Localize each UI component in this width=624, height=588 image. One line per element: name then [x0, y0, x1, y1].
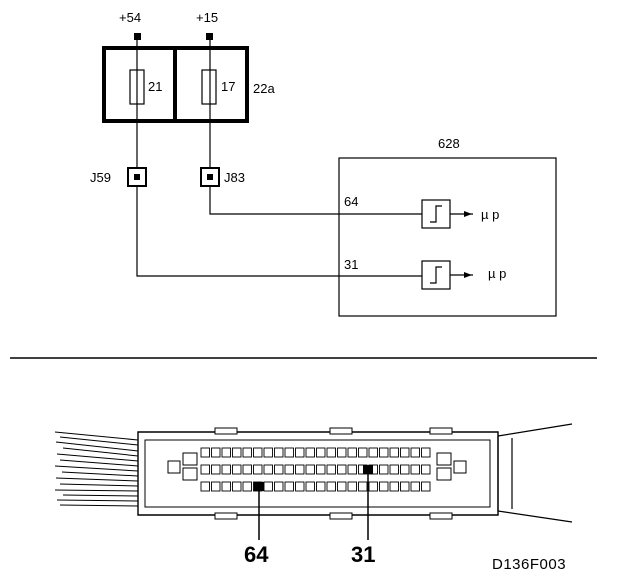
terminal-plus54	[134, 33, 141, 40]
connector-j83	[200, 167, 220, 187]
input-stage-upper	[421, 199, 473, 229]
pin-cavity	[263, 481, 273, 492]
pin-cavity	[421, 447, 431, 458]
pin-cavity	[253, 464, 263, 475]
pin-cavity	[337, 447, 347, 458]
pin-cavity	[389, 447, 399, 458]
pin-cavity	[211, 481, 221, 492]
pin-cavity	[242, 464, 252, 475]
pin-cavity	[242, 481, 252, 492]
fuse-21-label: 21	[148, 79, 162, 94]
pin-cavity	[400, 464, 410, 475]
pin-cavity	[410, 464, 420, 475]
figure-code: D136F003	[492, 556, 566, 573]
pin-cavity	[284, 481, 294, 492]
pin-cavity	[305, 481, 315, 492]
pin-cavity	[368, 481, 378, 492]
pin-cavity	[295, 481, 305, 492]
control-module	[338, 157, 557, 317]
pin-cavity	[358, 447, 368, 458]
connector-j59-label: J59	[90, 170, 111, 185]
fuse-17	[201, 69, 217, 105]
pin-cavity	[400, 481, 410, 492]
pin-cavity	[347, 447, 357, 458]
pin-cavity	[221, 464, 231, 475]
pin-cavity	[316, 481, 326, 492]
pin-cavity	[211, 464, 221, 475]
wires	[136, 40, 422, 277]
pin-cavity	[368, 447, 378, 458]
pin-cavity	[221, 447, 231, 458]
input-stage-lower	[421, 260, 473, 290]
fuse-box: 21 17	[102, 46, 249, 123]
pin-cavity	[274, 464, 284, 475]
module-label: 628	[438, 136, 460, 151]
pin-31-callout: 31	[351, 542, 375, 567]
module-pin-31-label: 31	[344, 257, 358, 272]
pin-cavity	[379, 464, 389, 475]
pin-cavity	[389, 464, 399, 475]
pin-cavity	[337, 481, 347, 492]
pin-cavity	[326, 447, 336, 458]
terminal-plus54-label: +54	[119, 10, 141, 25]
pin-cavity	[200, 464, 210, 475]
pin-cavity	[242, 447, 252, 458]
pin-cavity	[326, 464, 336, 475]
pin-cavity	[400, 447, 410, 458]
pin-cavity	[232, 447, 242, 458]
pin-rows	[200, 447, 431, 492]
pin-cavity	[421, 481, 431, 492]
pin-cavity	[284, 447, 294, 458]
pin-cavity	[379, 481, 389, 492]
fuse-box-label: 22a	[253, 81, 275, 96]
pin-64-highlight	[254, 482, 264, 491]
pin-cavity	[379, 447, 389, 458]
pin-cavity	[305, 447, 315, 458]
pin-cavity	[316, 447, 326, 458]
pin-cavity	[337, 464, 347, 475]
pin-cavity	[274, 481, 284, 492]
pin-cavity	[263, 447, 273, 458]
pin-cavity	[410, 481, 420, 492]
pin-cavity	[232, 481, 242, 492]
pin-cavity	[389, 481, 399, 492]
terminal-plus15-label: +15	[196, 10, 218, 25]
pin-cavity	[295, 447, 305, 458]
pin-cavity	[410, 447, 420, 458]
pin-cavity	[347, 481, 357, 492]
fuse-17-label: 17	[221, 79, 235, 94]
pin-31-highlight	[363, 465, 373, 474]
cable-strands	[54, 431, 139, 507]
terminal-plus15	[206, 33, 213, 40]
pin-cavity	[263, 464, 273, 475]
pin-cavity	[347, 464, 357, 475]
pin-cavity	[421, 464, 431, 475]
pin-cavity	[274, 447, 284, 458]
module-pin-64-label: 64	[344, 194, 358, 209]
pin-cavity	[305, 464, 315, 475]
plug-connector	[54, 423, 573, 540]
pin-cavity	[232, 464, 242, 475]
pin-cavity	[253, 447, 263, 458]
pin-64-callout: 64	[244, 542, 269, 567]
connector-j59	[127, 167, 147, 187]
pin-cavity	[200, 481, 210, 492]
pin-cavity	[326, 481, 336, 492]
output-lower-label: µ p	[488, 266, 506, 281]
output-upper-label: µ p	[481, 207, 499, 222]
pin-cavity	[221, 481, 231, 492]
connector-j83-label: J83	[224, 170, 245, 185]
pin-cavity	[284, 464, 294, 475]
pin-cavity	[211, 447, 221, 458]
pin-cavity	[295, 464, 305, 475]
pin-cavity	[316, 464, 326, 475]
pin-cavity	[358, 481, 368, 492]
pin-cavity	[200, 447, 210, 458]
